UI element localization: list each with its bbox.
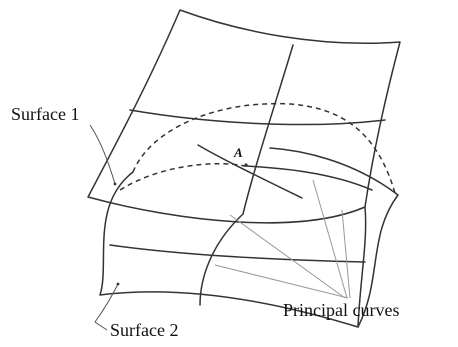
surface-1-grid-line	[242, 44, 294, 215]
principal-curves-leader	[341, 209, 351, 299]
point-a-marker	[244, 163, 248, 167]
principal-curve	[197, 144, 303, 199]
surface-2-outline	[99, 147, 399, 328]
point-a-label: A	[233, 145, 243, 160]
surface-1-leader	[89, 124, 116, 185]
principal-curves-leader	[229, 214, 346, 299]
surface-2-sheet	[99, 147, 399, 328]
surface-2-label: Surface 2	[110, 320, 178, 340]
surface-1-leader-dot	[113, 182, 117, 186]
surface-2-grid-line	[199, 213, 244, 306]
surface-1-label: Surface 1	[11, 104, 79, 124]
surface-1-grid-line	[129, 109, 386, 126]
hidden-curve	[132, 102, 396, 194]
surface-1-sheet	[87, 9, 401, 224]
principal-curves-label: Principal curves	[283, 300, 399, 320]
surface-2-leader	[94, 283, 119, 331]
principal-curves-leader	[214, 264, 349, 299]
principal-curve	[244, 165, 373, 191]
hidden-curves	[119, 102, 396, 194]
surface-2-leader-dot	[116, 282, 120, 286]
principal-curves	[197, 144, 373, 199]
surface-1-outline	[87, 9, 401, 224]
principal-curves-leader	[312, 179, 348, 299]
hidden-curve	[119, 162, 246, 191]
surface-2-grid-line	[109, 244, 366, 263]
